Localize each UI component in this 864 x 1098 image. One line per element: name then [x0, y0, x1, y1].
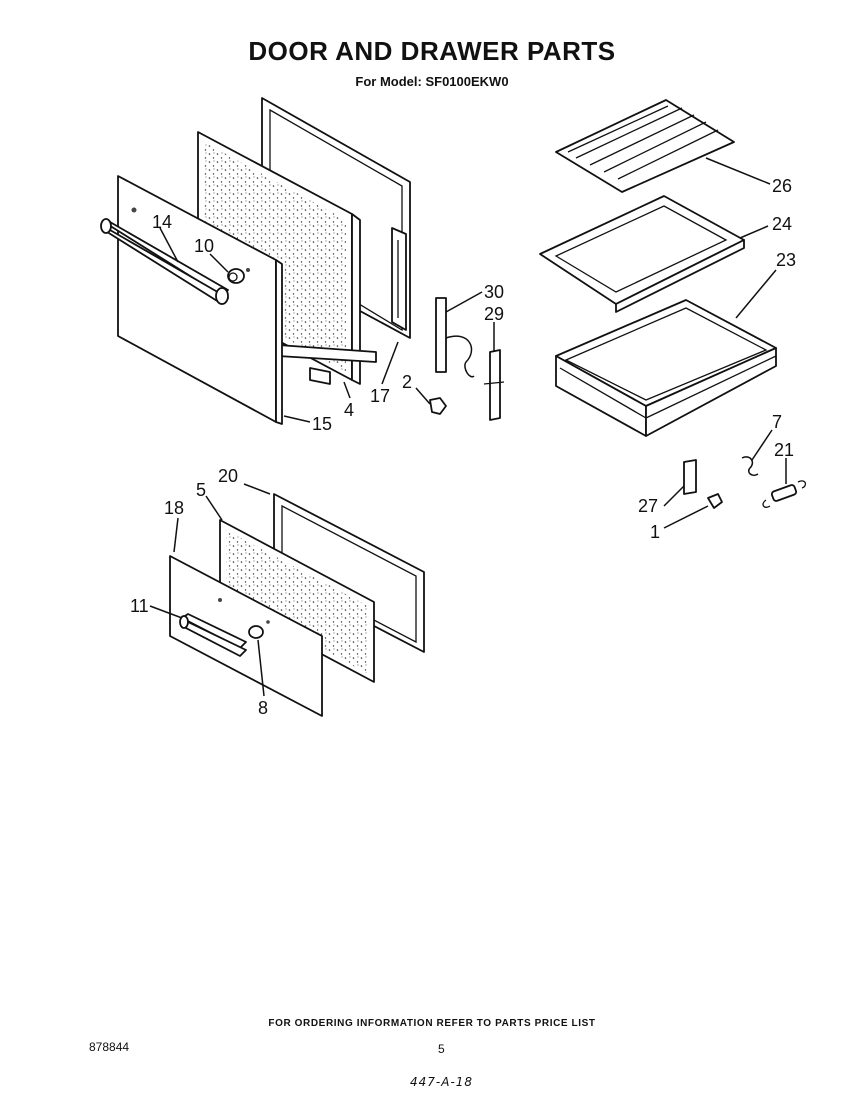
- outer-door-panel-part-15: [117, 175, 283, 425]
- drawer-handle-part-11: [179, 613, 247, 657]
- callout-29: 29: [484, 304, 504, 324]
- callout-11: 11: [130, 596, 149, 616]
- callout-10: 10: [194, 236, 214, 256]
- hinge-bracket-part-30: [435, 297, 475, 378]
- callout-24: 24: [772, 214, 792, 234]
- bracket-part-27: [683, 459, 697, 495]
- drawer-front-panel-part-18: [169, 555, 323, 717]
- callout-20: 20: [218, 466, 238, 486]
- callout-27: 27: [638, 496, 658, 516]
- callout-2: 2: [402, 372, 412, 392]
- door-handle-part-14: [100, 218, 229, 305]
- ordering-note: FOR ORDERING INFORMATION REFER TO PARTS …: [268, 1018, 596, 1029]
- callout-1: 1: [650, 522, 660, 542]
- callout-4: 4: [344, 400, 354, 420]
- callout-8: 8: [258, 698, 268, 718]
- leader-lines: [149, 157, 787, 697]
- page-title: DOOR AND DRAWER PARTS: [248, 36, 616, 66]
- handle-end-cap-part-10: [227, 268, 245, 284]
- callout-23: 23: [776, 250, 796, 270]
- drawer-body-part-23: [555, 299, 777, 437]
- callout-21: 21: [774, 440, 794, 460]
- drawer-insulation-part-5: [219, 519, 375, 683]
- handwritten-code: 447-A-18: [410, 1075, 474, 1089]
- callout-26: 26: [772, 176, 792, 196]
- callout-15: 15: [312, 414, 332, 434]
- drawer-liner-part-20: [273, 493, 425, 653]
- broiler-grid-part-26: [555, 99, 735, 193]
- callout-14: 14: [152, 212, 172, 232]
- callout-18: 18: [164, 498, 184, 518]
- screw-part-1: [707, 493, 723, 509]
- page-number: 5: [438, 1042, 445, 1056]
- callout-17: 17: [370, 386, 390, 406]
- hinge-part-29: [483, 349, 505, 421]
- document-number: 878844: [89, 1040, 130, 1054]
- callout-5: 5: [196, 480, 206, 500]
- door-bottom-rail: [277, 344, 377, 385]
- callout-30: 30: [484, 282, 504, 302]
- spring-part-21: [762, 480, 807, 508]
- callout-7: 7: [772, 412, 782, 432]
- clip-part-7: [741, 456, 759, 477]
- broiler-pan-part-24: [539, 195, 745, 313]
- model-subtitle: For Model: SF0100EKW0: [355, 74, 509, 89]
- screw-part-2: [429, 397, 447, 415]
- drawer-handle-cap-part-8: [248, 625, 264, 639]
